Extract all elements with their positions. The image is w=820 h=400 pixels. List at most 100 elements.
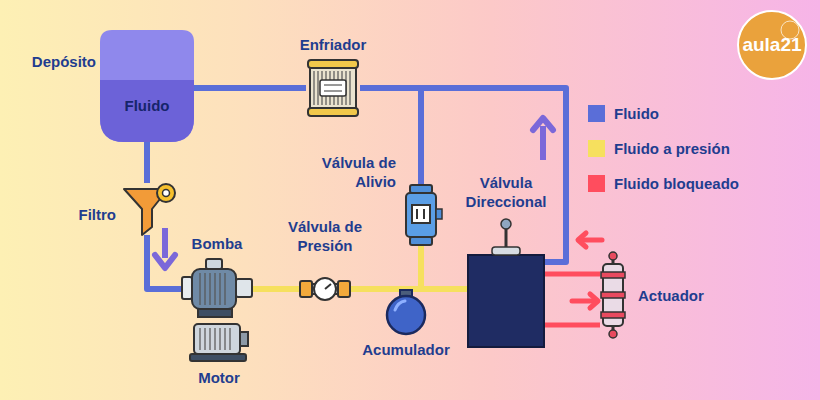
pipe-connector	[544, 323, 600, 328]
gauge-icon-part	[300, 281, 312, 297]
motor-icon-part	[204, 328, 205, 350]
legend-text: Fluido a presión	[614, 139, 730, 158]
motor-icon-part	[219, 328, 220, 350]
legend-text: Fluido bloqueado	[614, 174, 739, 193]
pipe-connector	[350, 289, 406, 290]
directional-valve-node: Válvula Direccional	[468, 255, 544, 347]
legend: FluidoFluido a presiónFluido bloqueado	[588, 104, 739, 209]
legend-swatch	[588, 175, 605, 192]
cooler-icon	[306, 60, 360, 116]
actuator-icon-part	[601, 292, 625, 298]
motor-icon-part	[240, 332, 248, 346]
part-label: Acumulador	[356, 340, 456, 359]
part-label: Enfriador	[281, 35, 385, 54]
actuator-icon-part	[609, 252, 617, 260]
flow-arrow-shaft	[162, 228, 168, 258]
relief-icon-part	[416, 209, 418, 219]
dirvalve-icon-part	[501, 219, 511, 229]
pump-icon-part	[182, 277, 192, 299]
dirvalve-icon	[468, 255, 544, 347]
pipe-connector	[194, 85, 306, 91]
relief-icon-part	[423, 209, 425, 219]
pump-icon	[182, 257, 252, 319]
dirvalve-icon-part	[505, 227, 508, 247]
cooler-icon-part	[308, 108, 358, 116]
cooler-icon-part	[324, 91, 342, 92]
blocked-arrow	[572, 233, 602, 308]
pump-icon-part	[219, 273, 220, 305]
pipe-connector	[252, 286, 300, 292]
pump-icon-part	[209, 273, 210, 305]
motor-icon-part	[224, 328, 225, 350]
cooler-icon-part	[313, 71, 314, 105]
part-label: Válvula de Presión	[275, 217, 375, 255]
pump-node: Bomba	[182, 257, 252, 319]
accum-icon-part	[395, 301, 405, 310]
accumulator-node: Acumulador	[383, 290, 429, 334]
part-label: Actuador	[638, 286, 738, 305]
tank-icon-part	[100, 80, 194, 142]
cooler-icon-part	[349, 71, 350, 105]
pipe-connector	[144, 142, 150, 183]
pipe-connector	[147, 235, 182, 289]
relief-icon-part	[410, 185, 432, 193]
filter-node: Filtro	[124, 183, 170, 235]
motor-icon-part	[199, 328, 200, 350]
cooler-icon-part	[324, 85, 342, 86]
gauge-icon-part	[325, 284, 331, 289]
pipe-connector	[544, 272, 600, 277]
motor-icon-part	[190, 354, 246, 361]
logo-text: aula21	[732, 34, 812, 56]
part-label: Motor	[179, 368, 259, 387]
blocked-arrow-head	[590, 294, 598, 308]
actuator-icon-part	[609, 330, 617, 338]
pump-icon-part	[198, 309, 232, 317]
flow-arrow-head	[533, 118, 553, 130]
legend-text: Fluido	[614, 104, 659, 123]
actuator-icon-part	[601, 312, 625, 318]
filter-icon-part	[157, 184, 175, 202]
tank-icon	[100, 30, 194, 142]
flow-arrow-shaft	[540, 126, 546, 160]
tank-heading: Depósito	[8, 52, 96, 71]
relief-icon	[404, 185, 438, 245]
flow-arrow-head	[155, 255, 175, 268]
relief-icon-part	[412, 205, 430, 223]
legend-swatch	[588, 105, 605, 122]
cooler-icon-part	[308, 60, 358, 68]
filter-icon-part	[163, 190, 170, 197]
filter-icon	[124, 183, 170, 235]
legend-row: Fluido a presión	[588, 139, 739, 174]
tank-node: DepósitoFluido	[100, 30, 194, 142]
cooler-node: Enfriador	[306, 60, 360, 116]
motor-icon-part	[194, 324, 240, 354]
cooler-icon-part	[310, 68, 356, 108]
pressure-valve-node: Válvula de Presión	[300, 277, 350, 301]
pump-icon-part	[199, 273, 200, 305]
pump-icon-part	[224, 273, 225, 305]
legend-row: Fluido	[588, 104, 739, 139]
tank-fluid-text: Fluido	[100, 96, 194, 115]
legend-row: Fluido bloqueado	[588, 174, 739, 209]
cooler-icon-part	[320, 80, 346, 96]
pump-icon-part	[204, 273, 205, 305]
relief-icon-part	[436, 209, 442, 219]
part-label: Bomba	[177, 234, 257, 253]
pipe-connector	[350, 245, 421, 289]
motor-icon-part	[209, 328, 210, 350]
pump-icon-part	[236, 279, 252, 297]
gauge-icon-part	[314, 278, 336, 300]
dirvalve-icon-part	[492, 247, 520, 255]
dirvalve-icon-part	[468, 255, 544, 347]
relief-icon-part	[406, 193, 436, 237]
actuator-node: Actuador	[600, 252, 626, 338]
cooler-icon-part	[317, 71, 318, 105]
motor-icon-part	[229, 328, 230, 350]
blocked-arrow-head	[578, 233, 586, 247]
actuator-icon	[600, 252, 626, 338]
part-label: Filtro	[60, 205, 116, 224]
pump-icon-part	[206, 259, 222, 269]
motor-icon-part	[214, 328, 215, 350]
relief-icon-part	[410, 237, 432, 245]
